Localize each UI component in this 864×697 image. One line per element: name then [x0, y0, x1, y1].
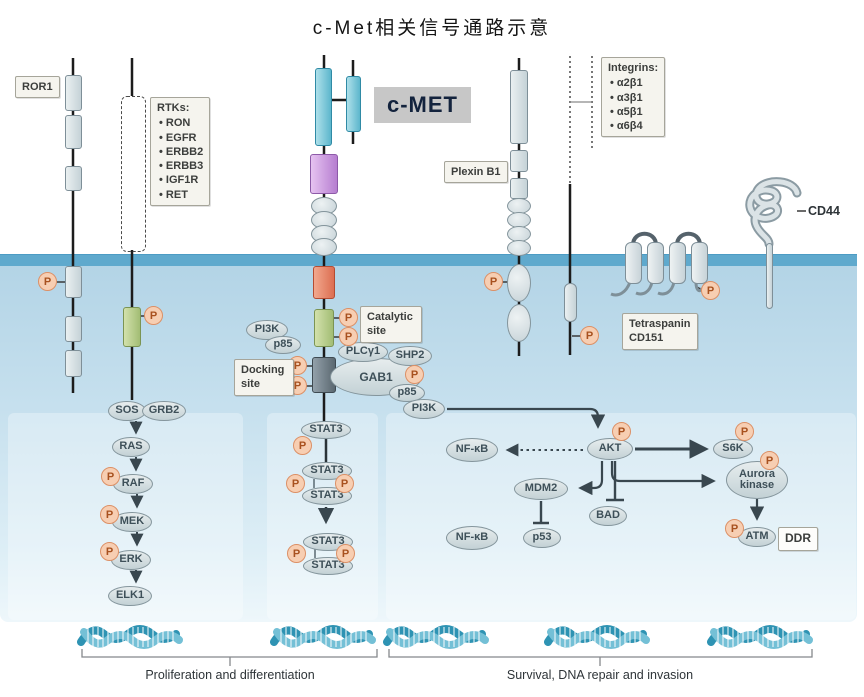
rtk-item: ERBB2	[159, 145, 203, 159]
rtks-box: RTKs: RON EGFR ERBB2 ERBB3 IGF1R RET	[150, 97, 211, 207]
phospho-badge: P	[286, 474, 305, 493]
integrin-item: α5β1	[610, 105, 658, 119]
integrin-item: α6β4	[610, 119, 658, 133]
cmet-ipt-domain	[311, 238, 337, 256]
integrin-transmembrane	[564, 283, 577, 322]
tetraspanin-label-line1: Tetraspanin	[629, 318, 691, 330]
cd44-stalk	[766, 243, 773, 309]
integrins-box: Integrins: α2β1 α3β1 α5β1 α6β4	[601, 57, 666, 138]
rtk-kinase-domain	[123, 307, 141, 347]
cell-membrane	[0, 254, 857, 266]
protein-node-p53: p53	[523, 528, 561, 548]
protein-node-grb2: GRB2	[142, 401, 186, 421]
cmet-kinase-domain	[314, 309, 334, 347]
protein-node-ras: RAS	[112, 437, 150, 457]
tetraspanin-helix	[647, 242, 664, 284]
phospho-badge: P	[101, 467, 120, 486]
phospho-badge: P	[612, 422, 631, 441]
cmet-label: c-MET	[374, 87, 471, 123]
tetraspanin-helix	[691, 242, 708, 284]
outcome-label-proliferation: Proliferation and differentiation	[145, 668, 315, 682]
rtk-item: ERBB3	[159, 159, 203, 173]
rtks-box-title: RTKs:	[157, 102, 190, 114]
plexin-intracellular-domain	[507, 264, 531, 302]
protein-node-akt: AKT	[587, 438, 633, 460]
phospho-badge: P	[484, 272, 503, 291]
rtk-item: RET	[159, 188, 203, 202]
cd44-label: CD44	[808, 204, 840, 218]
tetraspanin-label-line2: CD151	[629, 332, 664, 345]
phospho-badge: P	[405, 365, 424, 384]
rtk-dashed-receptor	[121, 96, 146, 252]
protein-node-aurora-kinase: Aurora kinase	[726, 461, 788, 499]
cmet-sema-domain	[346, 76, 361, 132]
integrins-box-title: Integrins:	[608, 62, 659, 74]
phospho-badge: P	[287, 544, 306, 563]
phospho-badge: P	[735, 422, 754, 441]
ror1-domain	[65, 166, 82, 191]
ror1-domain	[65, 350, 82, 377]
protein-node-raf: RAF	[113, 474, 153, 494]
ror1-domain	[65, 266, 82, 298]
plexin-domain	[510, 178, 528, 199]
protein-node-pi3k: PI3K	[403, 399, 445, 419]
protein-node-bad: BAD	[589, 506, 627, 526]
ror1-domain	[65, 115, 82, 149]
integrin-item: α2β1	[610, 76, 658, 90]
protein-node-sos: SOS	[108, 401, 146, 421]
rtk-item: RON	[159, 116, 203, 130]
phospho-badge: P	[339, 308, 358, 327]
catalytic-site-label: Catalytic site	[360, 306, 422, 343]
protein-node-shp2: SHP2	[388, 346, 432, 366]
protein-node-nfkb: NF-κB	[446, 526, 498, 550]
plexin-domain	[510, 70, 528, 144]
plexin-repeat	[507, 240, 531, 256]
rtk-item: IGF1R	[159, 173, 203, 187]
integrin-item: α3β1	[610, 91, 658, 105]
protein-node-s6k: S6K	[713, 439, 753, 459]
phospho-badge: P	[335, 474, 354, 493]
protein-node-p85: p85	[389, 384, 425, 402]
plexin-label: Plexin B1	[444, 161, 508, 184]
ddr-label: DDR	[778, 527, 818, 551]
phospho-badge: P	[100, 542, 119, 561]
phospho-badge: P	[760, 451, 779, 470]
plexin-intracellular-domain	[507, 304, 531, 342]
diagram-title: c-Met相关信号通路示意	[312, 18, 552, 39]
protein-node-elk1: ELK1	[108, 586, 152, 606]
protein-node-mdm2: MDM2	[514, 478, 568, 500]
docking-site-label: Docking site	[234, 359, 294, 396]
phospho-badge: P	[100, 505, 119, 524]
phospho-badge: P	[336, 544, 355, 563]
cmet-psi-domain	[310, 154, 338, 194]
outcome-label-survival: Survival, DNA repair and invasion	[506, 668, 694, 682]
phospho-badge: P	[701, 281, 720, 300]
protein-node-p85: p85	[265, 336, 301, 354]
plexin-domain	[510, 150, 528, 172]
ror1-domain	[65, 316, 82, 342]
protein-node-nfkb: NF-κB	[446, 438, 498, 462]
phospho-badge: P	[580, 326, 599, 345]
tetraspanin-helix	[625, 242, 642, 284]
phospho-badge: P	[38, 272, 57, 291]
protein-node-stat3: STAT3	[301, 421, 351, 439]
ror1-domain	[65, 75, 82, 111]
cmet-sema-domain	[315, 68, 332, 146]
cmet-transmembrane-domain	[313, 266, 335, 299]
phospho-badge: P	[144, 306, 163, 325]
phospho-badge: P	[339, 327, 358, 346]
tetraspanin-helix	[669, 242, 686, 284]
rtk-item: EGFR	[159, 131, 203, 145]
tetraspanin-label: Tetraspanin CD151	[622, 313, 698, 350]
phospho-badge: P	[725, 519, 744, 538]
ror1-label: ROR1	[15, 76, 60, 99]
phospho-badge: P	[293, 436, 312, 455]
